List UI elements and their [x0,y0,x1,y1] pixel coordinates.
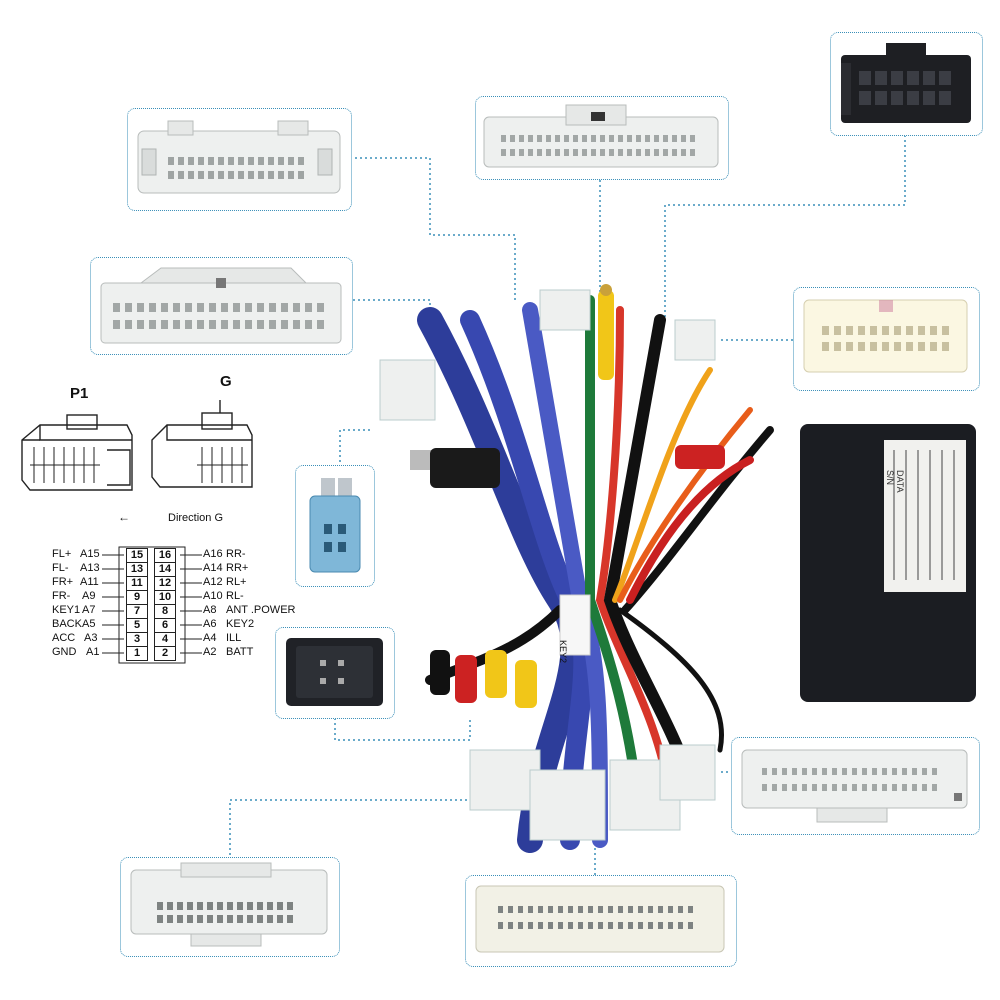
decoder-box [800,424,976,702]
pin-left-number: 5 [126,618,148,633]
blue-connector-4pin [309,478,361,573]
connector-frame-middle-right [793,287,980,391]
pin-right-code: A12 [203,576,223,588]
connector-frame-bottom-right [731,737,980,835]
pinout-lines [102,546,202,664]
wire-tag: KEY2 [558,640,568,664]
cream-connector-24pin [803,299,968,373]
pin-right-name: RR- [226,548,246,560]
pin-right-number: 4 [154,632,176,647]
pin-left-number: 13 [126,562,148,577]
pinout-diagram: FL+ A15 15 FL- A13 13 FR+ A11 11 FR- A9 … [40,545,300,665]
pin-left-number: 1 [126,646,148,661]
connector-frame-bottom-center [465,875,737,967]
pin-left-name: BACK [52,618,82,630]
pin-right-name: ILL [226,632,242,644]
direction-arrow: ← [118,510,130,524]
connector-frame-top-left [127,108,352,211]
white-connector-32pin [137,120,341,194]
pin-right-code: A8 [203,604,217,616]
white-connector-48pin-bottom-center [475,885,725,953]
pin-right-number: 2 [154,646,176,661]
pin-left-code: A9 [82,590,96,602]
connector-frame-top-right [830,32,983,136]
pin-left-name: KEY1 [52,604,81,616]
pin-left-name: FL+ [52,548,72,560]
connector-frame-top-center [475,96,729,180]
pin-left-name: FR- [52,590,71,602]
pin-left-code: A15 [80,548,100,560]
pin-left-code: A1 [86,646,100,658]
pin-left-number: 15 [126,548,148,563]
decoder-label-text: DATA S/N [885,470,905,493]
connector-frame-blue-small [295,465,375,587]
pin-right-number: 8 [154,604,176,619]
pin-right-name: RR+ [226,562,249,574]
pin-right-number: 14 [154,562,176,577]
pin-left-name: FR+ [52,576,74,588]
pin-right-code: A2 [203,646,217,658]
pin-left-name: GND [52,646,77,658]
pin-left-name: ACC [52,632,76,644]
pin-right-name: ANT .POWER [226,604,296,616]
pin-left-code: A3 [84,632,98,644]
p1-label: P1 [70,385,89,402]
pin-left-number: 9 [126,590,148,605]
pin-right-code: A6 [203,618,217,630]
white-connector-40pin-bottom-right [741,749,968,823]
pin-left-code: A5 [82,618,96,630]
connector-frame-middle-left [90,257,353,355]
white-connector-40pin [483,104,719,168]
pin-right-name: RL- [226,590,244,602]
white-connector-30pin-bottom-left [130,862,328,947]
black-connector-16pin [841,43,971,123]
connector-line-drawings [21,400,253,491]
pin-left-number: 7 [126,604,148,619]
black-connector-6pin [286,638,383,706]
pin-left-code: A11 [80,576,99,588]
pin-right-name: RL+ [226,576,247,588]
pin-right-number: 16 [154,548,176,563]
pin-right-code: A14 [203,562,223,574]
pin-right-code: A10 [203,590,223,602]
pin-right-name: BATT [226,646,254,658]
pin-right-code: A16 [203,548,223,560]
pin-right-number: 6 [154,618,176,633]
pin-right-code: A4 [203,632,217,644]
connector-frame-bottom-left [120,857,340,957]
pin-right-name: KEY2 [226,618,255,630]
pin-right-number: 10 [154,590,176,605]
pin-left-code: A13 [80,562,100,574]
pin-left-number: 3 [126,632,148,647]
pin-right-number: 12 [154,576,176,591]
g-label: G [220,373,232,390]
pin-left-name: FL- [52,562,69,574]
pin-left-code: A7 [82,604,96,616]
white-connector-36pin [100,267,342,344]
direction-label: Direction G [168,512,224,524]
pin-left-number: 11 [126,576,148,591]
wire-harness [379,284,774,853]
connector-frame-black-small [275,627,395,719]
